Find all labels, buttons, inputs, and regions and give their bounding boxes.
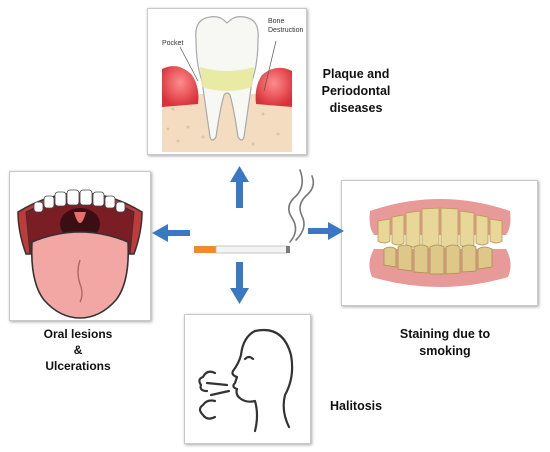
stained-teeth-panel: [341, 180, 538, 306]
staining-caption-line2: smoking: [419, 343, 471, 358]
halitosis-panel: [184, 314, 311, 444]
arrow-up: [230, 166, 249, 208]
breath-face-illustration: [198, 328, 294, 433]
halitosis-caption: Halitosis: [330, 398, 400, 415]
plaque-band: [200, 67, 254, 91]
cigarette: [194, 245, 290, 254]
oral-caption-line1: Oral lesions: [43, 327, 113, 341]
arrow-down: [230, 262, 249, 304]
staining-caption: Staining due to smoking: [380, 326, 510, 360]
smoke: [288, 169, 315, 243]
lower-stained-teeth: [383, 244, 493, 275]
tooth-illustration: Pocket Bone Destruction: [162, 16, 304, 152]
open-mouth-illustration: [17, 189, 143, 319]
plaque-caption: Plaque and Periodontal diseases: [312, 66, 400, 117]
gum-left: [162, 66, 199, 107]
pocket-label: Pocket: [162, 40, 183, 47]
oral-lesions-caption: Oral lesions & Ulcerations: [32, 326, 124, 375]
plaque-caption-line3: diseases: [329, 100, 383, 115]
oral-caption-line2: &: [73, 343, 83, 358]
center-arrows-cigarette: [152, 166, 344, 304]
bone-destruction-label-1: Bone: [268, 18, 284, 25]
halitosis-caption-text: Halitosis: [330, 399, 383, 413]
oral-lesions-panel: [9, 171, 151, 321]
plaque-caption-line2: Periodontal: [321, 83, 391, 98]
periodontal-tooth-panel: Pocket Bone Destruction: [147, 8, 307, 155]
gum-right: [255, 67, 292, 107]
arrow-left: [152, 224, 190, 242]
stained-teeth-illustration: [369, 199, 511, 287]
staining-caption-line1: Staining due to: [399, 327, 491, 341]
arrow-right: [308, 222, 344, 240]
bone-destruction-label-2: Destruction: [268, 27, 304, 34]
oral-caption-line3: Ulcerations: [45, 359, 111, 374]
plaque-caption-line1: Plaque and: [322, 67, 390, 81]
tongue: [30, 231, 130, 319]
